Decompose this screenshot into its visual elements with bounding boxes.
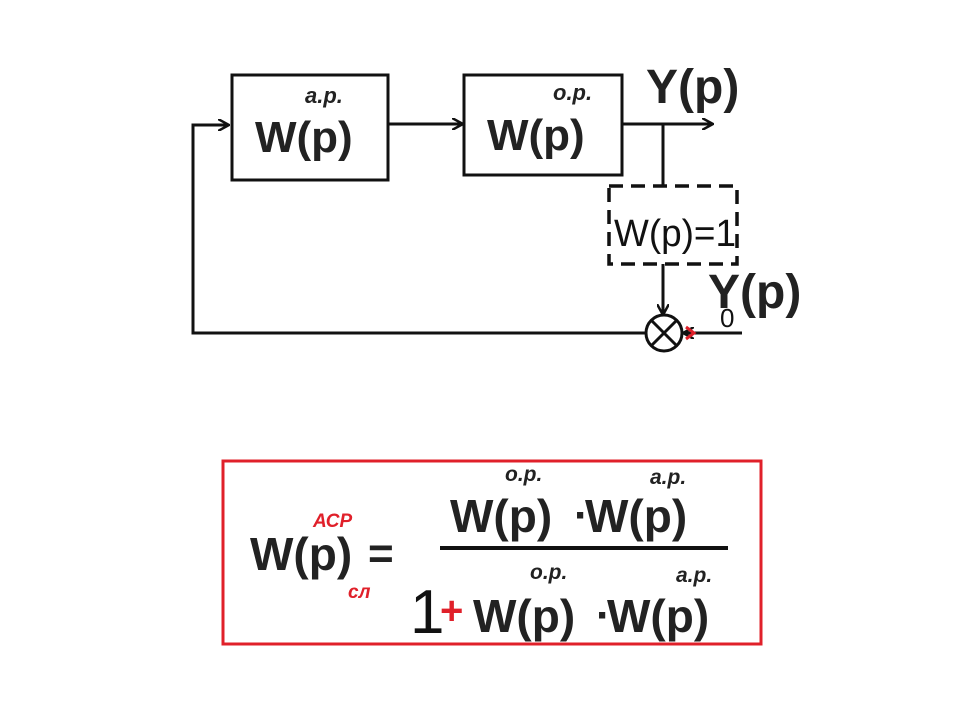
numerator-term2: W(p) xyxy=(585,490,687,542)
formula-box: W(p) АСР сл = W(p) о.р. · W(p) а.р. 1 + … xyxy=(221,459,763,647)
plant-superscript: о.р. xyxy=(553,80,592,105)
numerator-term1: W(p) xyxy=(450,490,552,542)
plant-transfer-label: W(p) xyxy=(487,111,585,160)
actuator-transfer-label: W(p) xyxy=(255,113,353,162)
denominator-term2: W(p) xyxy=(607,590,709,642)
lhs-superscript: АСР xyxy=(312,511,352,532)
actuator-block: W(p) а.р. xyxy=(230,73,390,182)
lhs-subscript: сл xyxy=(348,582,371,603)
denominator-dot: · xyxy=(596,591,611,640)
plant-block: W(p) о.р. xyxy=(462,73,624,177)
denominator-one: 1 xyxy=(410,578,444,647)
output-label: Y(p) xyxy=(646,61,739,114)
comparator-symbol xyxy=(644,313,684,353)
lhs-transfer-label: W(p) xyxy=(250,528,352,580)
denominator-term1-superscript: о.р. xyxy=(530,561,567,584)
denominator-term1: W(p) xyxy=(473,590,575,642)
numerator-dot: · xyxy=(574,491,589,540)
numerator-term2-superscript: а.р. xyxy=(650,466,686,489)
signal-lines xyxy=(191,124,742,335)
denominator-term2-superscript: а.р. xyxy=(676,564,712,587)
denominator-plus: + xyxy=(440,589,463,633)
numerator-term1-superscript: о.р. xyxy=(505,463,542,486)
comparator-sign-mark xyxy=(685,325,697,341)
error-return-line xyxy=(191,125,645,335)
setpoint-label: Y(p) xyxy=(708,266,801,319)
feedback-block: W(p)=1 xyxy=(607,184,739,266)
feedback-transfer-label: W(p)=1 xyxy=(614,213,736,255)
actuator-superscript: а.р. xyxy=(305,83,343,108)
equals-sign: = xyxy=(368,529,394,578)
setpoint-subscript: 0 xyxy=(720,303,734,333)
